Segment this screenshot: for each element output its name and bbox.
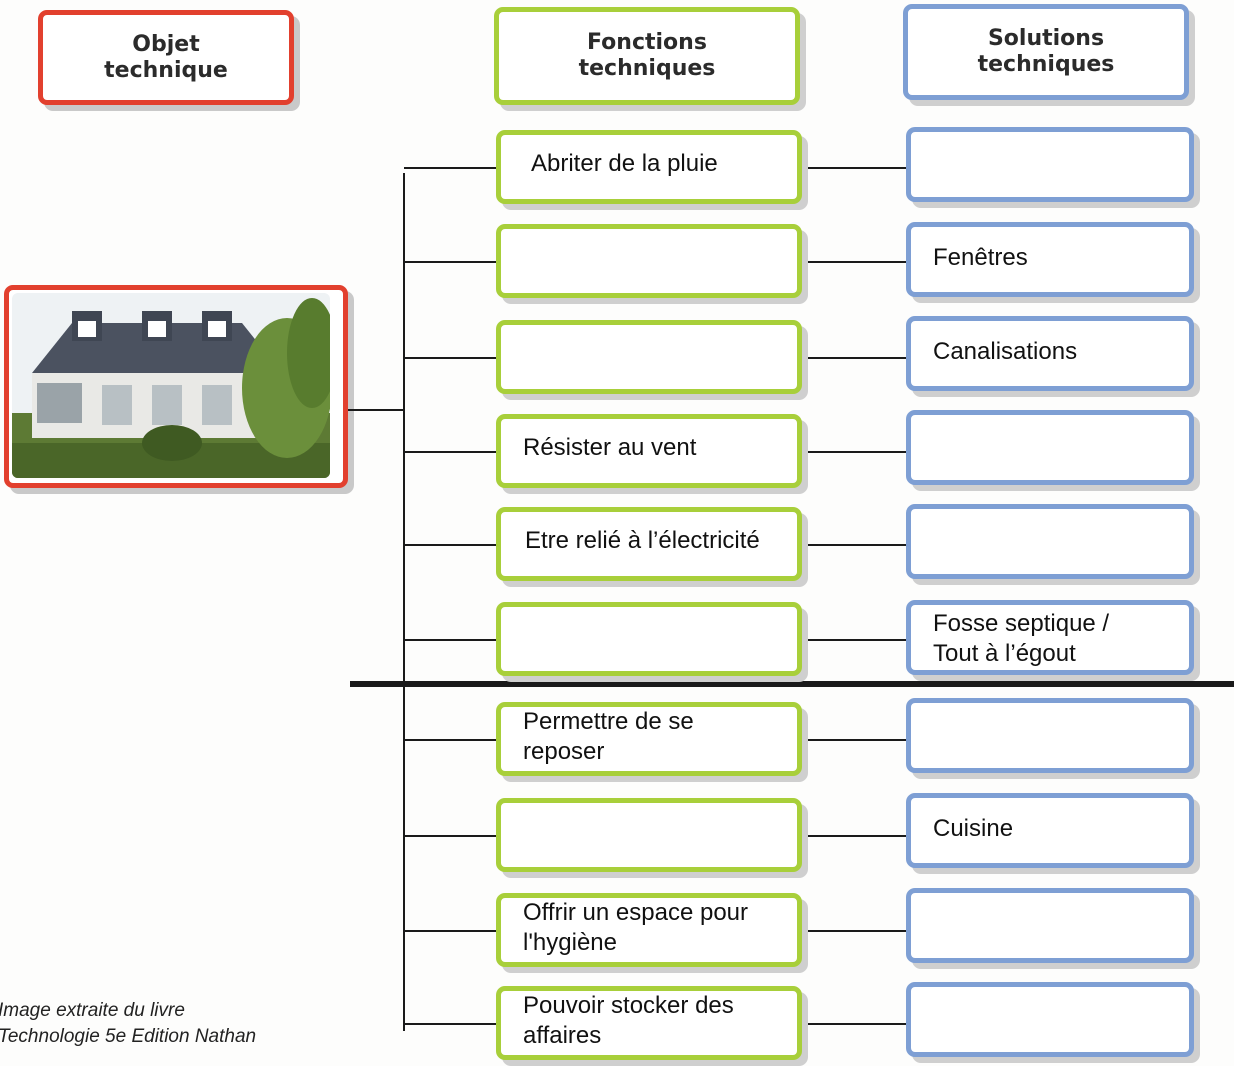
solution-box[interactable]: Fenêtres [906, 222, 1194, 297]
solution-box[interactable] [906, 504, 1194, 579]
function-box[interactable] [496, 320, 802, 394]
solution-box[interactable] [906, 127, 1194, 202]
header-objet-label: Objet technique [104, 31, 228, 83]
function-text: Résister au vent [523, 434, 697, 461]
branch-line [404, 357, 498, 359]
solution-box[interactable] [906, 888, 1194, 963]
solution-box[interactable]: Fosse septique / Tout à l’égout [906, 600, 1194, 675]
header-fonctions-label: Fonctions techniques [578, 30, 716, 81]
connector-trunk [403, 173, 405, 1031]
link-line [800, 930, 910, 932]
function-text: Abriter de la pluie [531, 150, 718, 177]
link-line [800, 357, 910, 359]
link-line [800, 544, 910, 546]
branch-line [404, 544, 498, 546]
function-box[interactable]: Permettre de se reposer [496, 702, 802, 776]
solution-box[interactable] [906, 698, 1194, 773]
solution-text: Fosse septique / Tout à l’égout [933, 610, 1110, 667]
connector-from-object [348, 409, 404, 411]
branch-line [404, 930, 498, 932]
branch-line [404, 639, 498, 641]
branch-line [404, 835, 498, 837]
function-box[interactable]: Pouvoir stocker des affaires [496, 986, 802, 1060]
header-objet-technique: Objet technique [38, 10, 294, 105]
function-text: Pouvoir stocker des affaires [523, 992, 734, 1049]
function-box[interactable]: Offrir un espace pour l'hygiène [496, 893, 802, 967]
link-line [800, 1023, 910, 1025]
source-credit: Image extraite du livre Technologie 5e E… [0, 1000, 257, 1047]
solution-box[interactable]: Cuisine [906, 793, 1194, 868]
branch-line [404, 739, 498, 741]
link-line [800, 167, 910, 169]
link-line [800, 261, 910, 263]
link-line [800, 639, 910, 641]
link-line [800, 835, 910, 837]
solution-text: Cuisine [933, 815, 1014, 842]
function-text: Offrir un espace pour l'hygiène [523, 899, 749, 956]
function-text: Etre relié à l’électricité [525, 527, 760, 554]
branch-line [404, 261, 498, 263]
section-divider [350, 681, 1234, 687]
solution-box[interactable] [906, 410, 1194, 485]
header-solutions-label: Solutions techniques [977, 26, 1115, 77]
branch-line [404, 451, 498, 453]
branch-line [404, 167, 498, 169]
function-box[interactable]: Abriter de la pluie [496, 130, 802, 204]
function-box[interactable] [496, 602, 802, 676]
header-fonctions-techniques: Fonctions techniques [494, 7, 800, 105]
function-text: Permettre de se reposer [523, 708, 694, 765]
solution-box[interactable]: Canalisations [906, 316, 1194, 391]
function-box[interactable]: Etre relié à l’électricité [496, 507, 802, 581]
link-line [800, 451, 910, 453]
solution-text: Canalisations [933, 338, 1078, 365]
house-photo [12, 293, 330, 478]
function-box[interactable]: Résister au vent [496, 414, 802, 488]
branch-line [404, 1023, 498, 1025]
function-box[interactable] [496, 798, 802, 872]
link-line [800, 739, 910, 741]
header-solutions-techniques: Solutions techniques [903, 4, 1189, 100]
solution-text: Fenêtres [933, 244, 1028, 271]
solution-box[interactable] [906, 982, 1194, 1057]
function-box[interactable] [496, 224, 802, 298]
